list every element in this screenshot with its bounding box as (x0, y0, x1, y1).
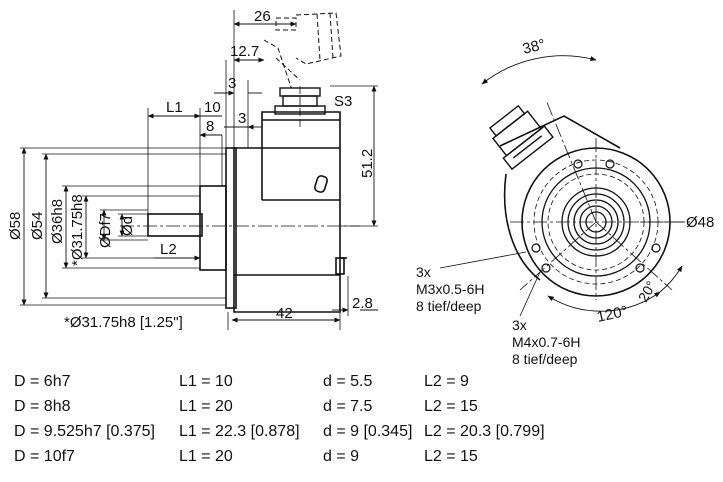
angle-38: 38° (521, 36, 547, 58)
angle-120: 120° (595, 303, 629, 326)
dim-36h8: Ø36h8 (49, 199, 66, 244)
spec-l2: L2 = 20.3 [0.799] (424, 423, 545, 440)
dim-58: Ø58 (7, 212, 24, 240)
front-connector (488, 104, 554, 171)
dim-l1: L1 (166, 99, 183, 116)
dim-51-2: 51.2 (359, 149, 376, 178)
dimension-lines-single (154, 90, 378, 313)
svg-text:M3x0.5-6H: M3x0.5-6H (416, 281, 484, 297)
dim-3-mid: 3 (238, 110, 246, 127)
svg-text:8 tief/deep: 8 tief/deep (416, 298, 482, 314)
thread-note-m4: 3x M4x0.7-6H 8 tief/deep (512, 317, 580, 367)
dim-42: 42 (276, 305, 293, 322)
footnote-31-75: *Ø31.75h8 [1.25"] (64, 314, 183, 331)
spec-d: D = 6h7 (14, 373, 71, 390)
dim-31-75h8: *Ø31.75h8 (69, 194, 86, 266)
dim-3-top: 3 (228, 75, 236, 92)
thread-note-m3: 3x M3x0.5-6H 8 tief/deep (416, 264, 484, 314)
leader-lines (439, 221, 684, 317)
front-body (499, 115, 671, 297)
dim-26: 26 (254, 8, 271, 25)
spec-l2: L2 = 9 (424, 373, 469, 390)
label-s3: S3 (334, 93, 352, 110)
side-view (20, 10, 378, 330)
spec-l2: L2 = 15 (424, 448, 478, 465)
housing (233, 111, 347, 313)
spec-d: D = 9.525h7 [0.375] (14, 423, 155, 440)
dimension-lines (21, 21, 377, 323)
spec-l1: L1 = 22.3 [0.878] (179, 423, 300, 440)
dim-2-8: 2.8 (352, 295, 373, 312)
dim-54: Ø54 (29, 212, 46, 240)
spec-small-d: d = 5.5 (323, 373, 373, 390)
dim-10: 10 (204, 99, 221, 116)
spec-l2: L2 = 15 (424, 398, 478, 415)
spec-l1: L1 = 10 (179, 373, 233, 390)
connector (274, 86, 326, 130)
svg-text:3x: 3x (512, 317, 527, 333)
dim-df7: ØDf7 (97, 213, 114, 248)
spec-small-d: d = 7.5 (323, 398, 373, 415)
flange (199, 147, 237, 309)
spec-l1: L1 = 20 (179, 398, 233, 415)
spec-d: D = 8h8 (14, 398, 71, 415)
spec-l1: L1 = 20 (179, 448, 233, 465)
mounting-holes (531, 159, 661, 273)
cable-gland-outline (263, 12, 342, 91)
extension-lines (20, 10, 378, 330)
svg-text:M4x0.7-6H: M4x0.7-6H (512, 334, 580, 350)
spec-small-d: d = 9 (323, 448, 360, 465)
dim-l2: L2 (160, 241, 177, 258)
svg-text:3x: 3x (416, 264, 431, 280)
spec-d: D = 10f7 (14, 448, 75, 465)
dim-d: Ød (119, 216, 136, 236)
front-view (439, 55, 690, 317)
spec-small-d: d = 9 [0.345] (323, 423, 413, 440)
dim-8: 8 (206, 118, 214, 135)
shaft (147, 213, 203, 237)
dim-48: Ø48 (686, 214, 714, 231)
dim-12-7: 12.7 (230, 43, 259, 60)
angle-arcs (481, 55, 683, 312)
svg-text:8 tief/deep: 8 tief/deep (512, 351, 578, 367)
